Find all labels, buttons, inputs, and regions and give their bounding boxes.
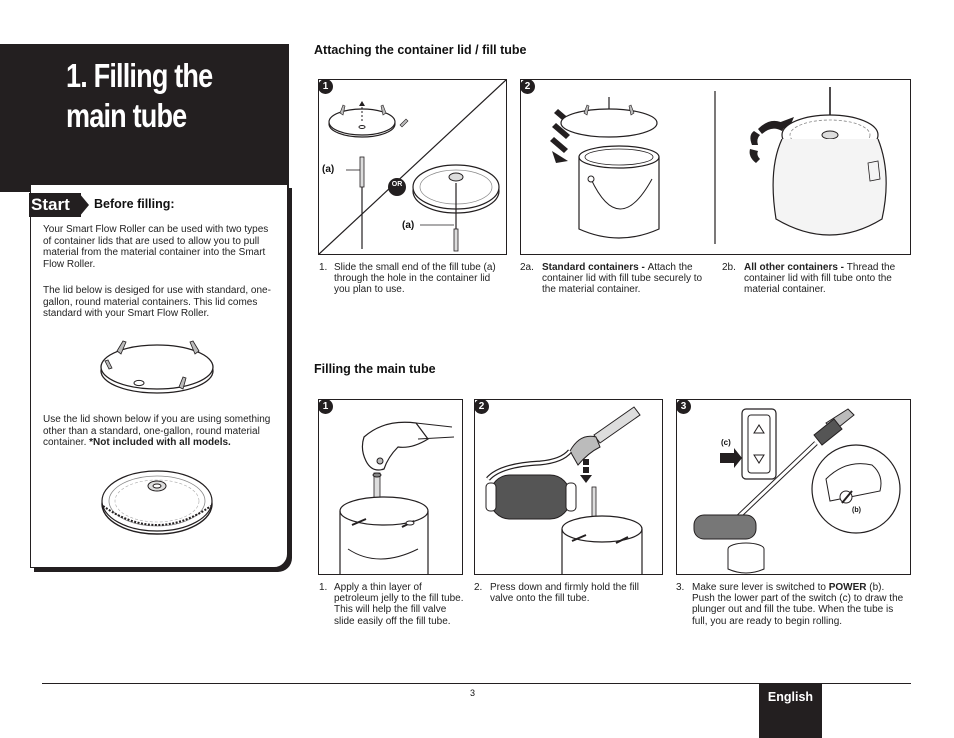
section2-panel-1-illustration [339,421,455,575]
lever-label-b: (b) [852,507,861,514]
language-tab: English [759,684,822,738]
standard-lid-illustration [100,340,214,394]
section2-heading: Filling the main tube [314,362,436,376]
section2-panel1-number: 1 [318,399,333,414]
section2-panel2-number: 2 [474,399,489,414]
page-title-line2: main tube [66,97,187,134]
caption-fill-step-3: 3.Make sure lever is switched to POWER (… [676,582,904,627]
section2-panel3-number: 3 [676,399,691,414]
section1-panel-1-illustration [318,79,507,255]
threaded-lid-illustration [101,470,213,535]
switch-label-c: (c) [721,438,731,447]
section2-panel-3-illustration [693,408,901,574]
section1-heading: Attaching the container lid / fill tube [314,43,527,57]
before-filling-heading: Before filling: [94,197,175,211]
section1-panel2-number: 2 [520,79,535,94]
caption-step-2b: 2b.All other containers - Thread the con… [722,262,896,296]
section1-panel1-number: 1 [318,79,333,94]
section1-panel-2-illustration [550,87,887,244]
title-block [0,44,289,192]
fill-tube-label-a-top: (a) [322,164,335,175]
page-number: 3 [470,688,476,698]
caption-step-1: 1.Slide the small end of the fill tube (… [319,262,496,296]
fill-tube-label-a-bottom: (a) [402,220,415,231]
sidebar-paragraph-1: Your Smart Flow Roller can be used with … [43,224,269,270]
not-included-note: *Not included with all models. [89,437,231,449]
start-tag: Start [29,193,81,217]
section2-panel-2-illustration [485,406,643,575]
sidebar-paragraph-3: Use the lid shown below if you are using… [43,414,271,449]
or-badge: OR [391,181,403,188]
page-title: 1. Filling the main tube [66,56,242,136]
sidebar-paragraph-2: The lid below is desiged for use with st… [43,285,271,320]
page-title-line1: 1. Filling the [66,57,213,94]
caption-fill-step-1: 1.Apply a thin layer of petroleum jelly … [319,582,464,627]
footer-rule [42,683,911,684]
caption-fill-step-2: 2.Press down and firmly hold the fill va… [474,582,639,605]
caption-step-2a: 2a.Standard containers - Attach the cont… [520,262,703,296]
start-arrow-icon [79,193,89,217]
